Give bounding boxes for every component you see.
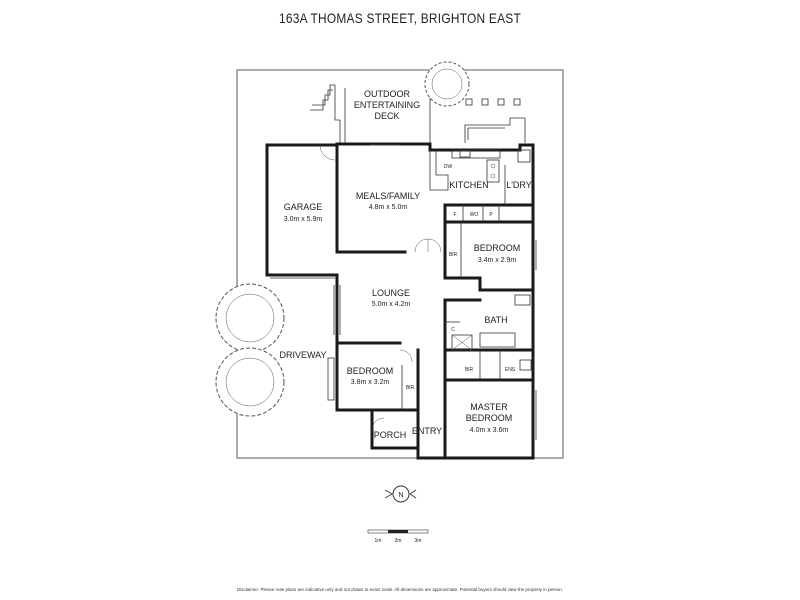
master-label-2: BEDROOM [466, 413, 513, 423]
ens-label: ENS [505, 367, 516, 373]
entry-label: ENTRY [412, 426, 442, 436]
garage-label: GARAGE [284, 202, 323, 212]
bir3-label: BIR [465, 367, 474, 373]
meals-label: MEALS/FAMILY [356, 191, 420, 201]
interior-details [270, 144, 537, 440]
deck-steps [310, 84, 526, 144]
meals-size: 4.8m x 5.0m [369, 204, 408, 211]
bedroom1-label: BEDROOM [347, 366, 394, 376]
lounge-size: 5.0m x 4.2m [372, 301, 411, 308]
compass-icon: N [384, 485, 417, 503]
tree-top [424, 61, 470, 107]
driveway-label: DRIVEWAY [279, 350, 326, 360]
master-size: 4.0m x 3.6m [470, 427, 509, 434]
pantry-label: P [489, 212, 493, 218]
dw-label: DW [444, 164, 453, 170]
outdoor-label-1: OUTDOOR [364, 89, 410, 99]
bath-label: BATH [484, 315, 507, 325]
laundry-label: L'DRY [506, 180, 532, 190]
fridge-label: F [453, 212, 456, 218]
outdoor-label-2: ENTERTAINING [354, 100, 420, 110]
scale-1m: 1m [375, 538, 382, 544]
outdoor-label-3: DECK [374, 111, 399, 121]
bir2-label: BIR [406, 385, 415, 391]
garage-size: 3.0m x 5.9m [284, 216, 323, 223]
lounge-label: LOUNGE [372, 288, 410, 298]
house-walls [265, 142, 535, 460]
bedroom1-size: 3.8m x 3.2m [351, 379, 390, 386]
bedroom2-size: 3.4m x 2.9m [478, 257, 517, 264]
cupboard-label: C [451, 327, 455, 333]
site-boundary [236, 69, 564, 459]
tree-left-upper [215, 283, 285, 353]
bir1-label: BIR [449, 252, 458, 258]
compass-label: N [398, 492, 403, 499]
disclaimer: Disclaimer: Please note plans are indica… [237, 587, 563, 592]
scale-bar: 1m 2m 3m [367, 529, 429, 544]
kitchen-label: KITCHEN [449, 180, 489, 190]
scale-2m: 2m [395, 538, 402, 544]
plan-title: 163A THOMAS STREET, BRIGHTON EAST [278, 10, 522, 26]
wo-label: WO [470, 212, 479, 218]
bedroom2-label: BEDROOM [474, 243, 521, 253]
master-label-1: MASTER [470, 402, 508, 412]
porch-label: PORCH [374, 430, 407, 440]
tree-left-lower [215, 347, 285, 417]
scale-3m: 3m [415, 538, 422, 544]
